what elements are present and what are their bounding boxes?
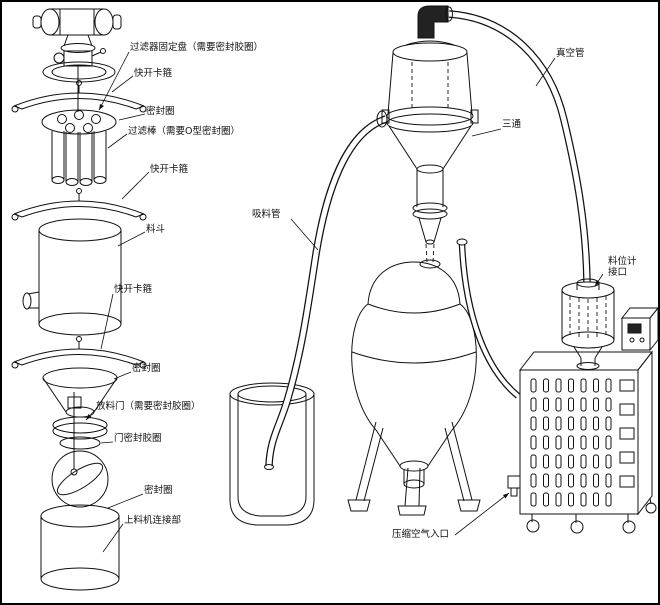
leader-lines xyxy=(85,51,604,553)
quick-clamp-1-part xyxy=(11,80,147,113)
callout-tee: 三通 xyxy=(502,119,522,130)
callout-seal-ring-top: 密封圈 xyxy=(146,106,175,117)
callout-quick-clamp-bottom: 快开卡箍 xyxy=(114,284,153,295)
callout-quick-clamp-middle: 快开卡箍 xyxy=(150,164,189,175)
vacuum-pump-motor xyxy=(32,8,122,112)
callout-vacuum-pipe: 真空管 xyxy=(556,48,585,59)
material-container xyxy=(229,382,315,526)
exploded-view xyxy=(11,8,147,591)
cabinet-hose xyxy=(456,238,521,399)
callout-filter-rods: 过滤棒（需要O型密封圈） xyxy=(128,126,240,137)
vacuum-generator-cabinet xyxy=(507,307,658,534)
hopper-part xyxy=(22,218,122,336)
control-panel xyxy=(620,307,658,352)
compressed-air-inlet-fitting xyxy=(507,475,521,497)
vacuum-feeder-unit xyxy=(381,5,479,263)
loader-connection-part xyxy=(40,504,120,591)
storage-tank xyxy=(347,259,481,516)
callout-door-seal-ring: 门密封胶圈 xyxy=(114,433,162,444)
assembled-view xyxy=(229,5,658,534)
callout-loader-connection: 上料机连接部 xyxy=(124,515,182,526)
filter-housing-lid xyxy=(42,61,116,83)
level-gauge-hopper xyxy=(561,278,615,370)
ball-valve-part xyxy=(51,450,109,508)
callout-hopper: 料斗 xyxy=(146,224,166,235)
vacuum-hose xyxy=(448,10,591,283)
callout-compressed-air-inlet: 压缩空气入口 xyxy=(392,529,450,540)
callout-quick-clamp-top: 快开卡箍 xyxy=(134,68,173,79)
callout-suction-pipe: 吸料管 xyxy=(252,209,281,220)
callout-discharge-door: 放料门（需要密封胶圈） xyxy=(96,401,201,412)
callout-filter-fixing-plate: 过滤器固定盘（需要密封胶圈） xyxy=(130,42,264,53)
casters xyxy=(526,497,657,534)
callout-seal-ring-middle: 密封圈 xyxy=(132,363,161,374)
quick-clamp-3-part xyxy=(11,336,147,369)
callout-seal-ring-bottom: 密封圈 xyxy=(144,485,173,496)
callout-level-gauge-port: 料位计接口 xyxy=(608,256,637,279)
filter-plate-and-rods-part xyxy=(41,109,117,186)
suction-hose xyxy=(264,110,388,470)
quick-clamp-2-part xyxy=(11,188,147,221)
discharge-door-part xyxy=(52,392,108,454)
